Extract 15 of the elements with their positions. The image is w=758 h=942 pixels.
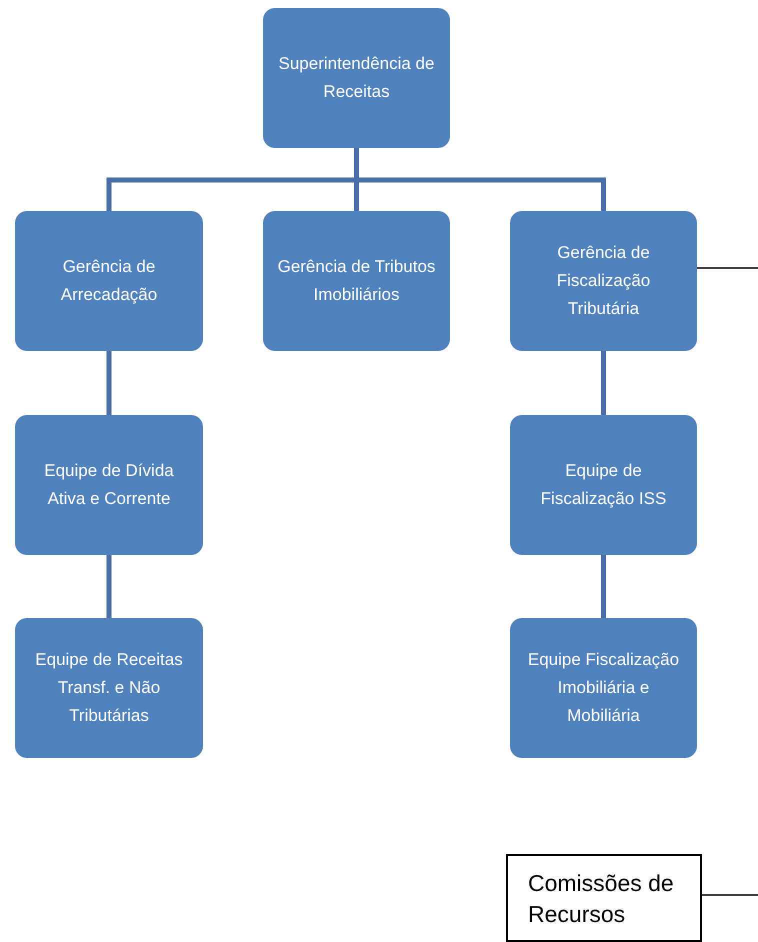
connector-line — [601, 351, 606, 415]
text-box: Comissões de Recursos — [506, 854, 702, 942]
org-box: Superintendência de Receitas — [263, 8, 450, 148]
org-box: Equipe Fiscalização Imobiliária e Mobiliária — [510, 618, 697, 758]
connector-line — [106, 351, 112, 415]
connector-line — [601, 555, 606, 618]
org-box: Gerência de Arrecadação — [15, 211, 203, 351]
connector-line — [106, 555, 112, 618]
org-box: Equipe de Fiscalização ISS — [510, 415, 697, 555]
org-box: Equipe de Receitas Transf. e Não Tributárias — [15, 618, 203, 758]
connector-line — [697, 267, 758, 269]
connector-line — [702, 894, 758, 896]
org-box: Gerência de Tributos Imobiliários — [263, 211, 450, 351]
org-box: Gerência de Fiscalização Tributária — [510, 211, 697, 351]
org-box: Equipe de Dívida Ativa e Corrente — [15, 415, 203, 555]
